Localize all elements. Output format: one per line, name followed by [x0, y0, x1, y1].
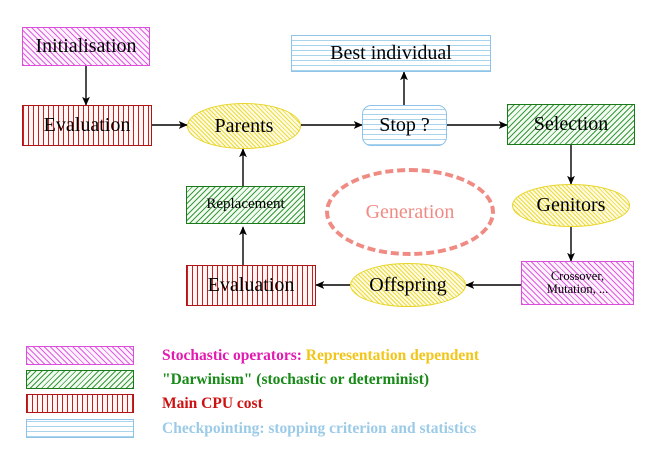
- legend-label-stochastic: Stochastic operators: Representation dep…: [162, 347, 479, 365]
- node-evaluation-top[interactable]: Evaluation: [22, 105, 152, 146]
- node-crossover-mutation[interactable]: Crossover, Mutation, ...: [521, 261, 634, 305]
- legend-swatch-magenta-hatch: [26, 346, 134, 365]
- legend-row-darwinism[interactable]: "Darwinism" (stochastic or determinist): [26, 370, 429, 389]
- node-evaluation-top-label: Evaluation: [43, 114, 131, 136]
- legend-label-checkpointing: Checkpointing: stopping criterion and st…: [162, 419, 477, 437]
- node-offspring[interactable]: Offspring: [350, 263, 466, 307]
- node-best-individual-label: Best individual: [330, 42, 452, 64]
- generation-loop-ellipse: Generation: [325, 168, 495, 256]
- legend-row-cpu-cost[interactable]: Main CPU cost: [26, 394, 263, 413]
- node-selection[interactable]: Selection: [507, 104, 635, 145]
- legend-label-stochastic-primary: Stochastic operators:: [162, 346, 302, 364]
- legend-label-cpu-cost: Main CPU cost: [162, 394, 263, 412]
- node-parents[interactable]: Parents: [187, 103, 301, 149]
- node-evaluation-bottom[interactable]: Evaluation: [186, 265, 316, 306]
- node-replacement-label: Replacement: [206, 196, 285, 213]
- generation-label: Generation: [365, 200, 455, 223]
- legend-label-darwinism: "Darwinism" (stochastic or determinist): [162, 370, 430, 388]
- node-stop-label: Stop ?: [379, 114, 430, 136]
- node-crossover-mutation-label: Crossover, Mutation, ...: [546, 268, 609, 296]
- node-initialisation-label: Initialisation: [35, 35, 137, 57]
- node-initialisation[interactable]: Initialisation: [22, 27, 150, 66]
- node-parents-label: Parents: [214, 114, 274, 137]
- legend-row-checkpointing[interactable]: Checkpointing: stopping criterion and st…: [26, 419, 476, 438]
- legend-swatch-green-hatch: [26, 370, 134, 389]
- node-offspring-label: Offspring: [369, 273, 447, 296]
- node-replacement[interactable]: Replacement: [186, 186, 305, 224]
- legend-swatch-blue-hatch: [26, 419, 134, 438]
- node-genitors[interactable]: Genitors: [512, 184, 630, 227]
- legend-row-stochastic[interactable]: Stochastic operators: Representation dep…: [26, 346, 479, 365]
- node-selection-label: Selection: [533, 113, 609, 135]
- legend-label-stochastic-secondary: Representation dependent: [301, 346, 480, 364]
- node-evaluation-bottom-label: Evaluation: [207, 274, 295, 296]
- legend-swatch-red-hatch: [26, 394, 134, 413]
- node-best-individual[interactable]: Best individual: [291, 35, 491, 72]
- node-stop[interactable]: Stop ?: [362, 105, 447, 146]
- node-genitors-label: Genitors: [536, 194, 606, 216]
